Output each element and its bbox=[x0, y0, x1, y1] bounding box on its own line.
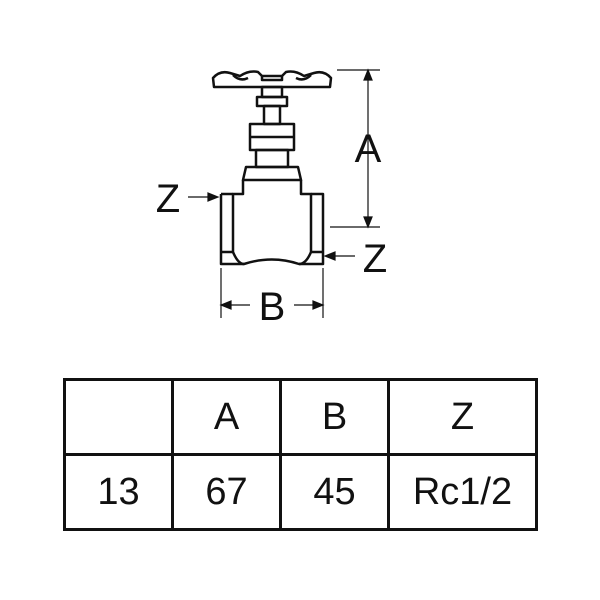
header-cell-a: A bbox=[171, 378, 282, 456]
cell-size: 13 bbox=[63, 453, 174, 531]
thread-arrow-left bbox=[188, 192, 220, 202]
table-header-row: A B Z bbox=[63, 378, 538, 456]
cell-z-value: Rc1/2 bbox=[387, 453, 538, 531]
dimension-a-label: A bbox=[355, 127, 382, 171]
handwheel bbox=[211, 70, 333, 89]
thread-label-right: Z bbox=[363, 237, 387, 281]
valve-stem bbox=[241, 85, 303, 182]
thread-label-left: Z bbox=[156, 177, 180, 221]
cell-b-value: 45 bbox=[279, 453, 390, 531]
dimension-a bbox=[330, 68, 380, 229]
valve-body bbox=[219, 180, 325, 266]
header-cell-b: B bbox=[279, 378, 390, 456]
cell-a-value: 67 bbox=[171, 453, 282, 531]
table-row: 13 67 45 Rc1/2 bbox=[63, 453, 538, 531]
spec-table: A B Z 13 67 45 Rc1/2 bbox=[63, 378, 538, 531]
thread-arrow-right bbox=[323, 251, 355, 261]
header-cell-z: Z bbox=[387, 378, 538, 456]
valve-dimension-drawing: A B Z Z bbox=[156, 68, 387, 329]
dimension-b-label: B bbox=[259, 285, 286, 329]
dimension-b bbox=[219, 268, 325, 318]
header-cell-size bbox=[63, 378, 174, 456]
